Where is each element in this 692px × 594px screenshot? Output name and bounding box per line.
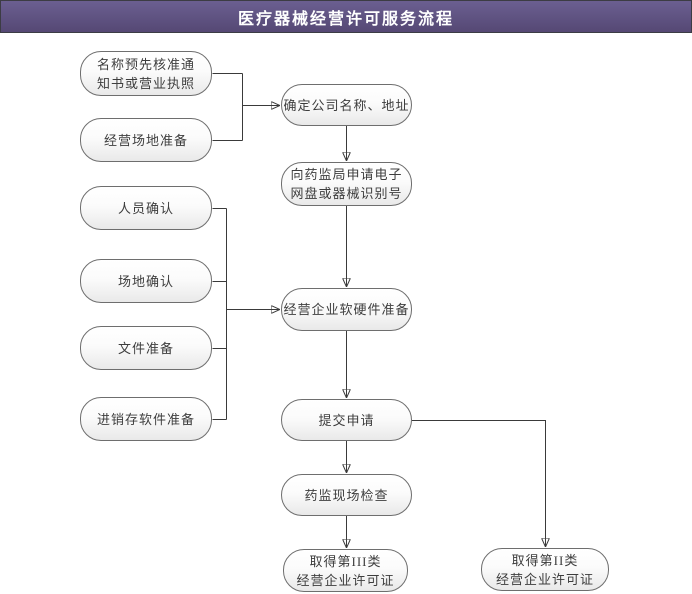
edge-top-group-merge — [212, 73, 243, 141]
flow-node-class2-license: 取得第II类 经营企业许可证 — [481, 548, 609, 591]
page-title: 医疗器械经营许可服务流程 — [237, 10, 454, 28]
flow-node-file-prep: 文件准备 — [80, 326, 212, 370]
flow-node-software-prep: 进销存软件准备 — [80, 397, 212, 441]
flow-node-class3-license: 取得第III类 经营企业许可证 — [283, 549, 408, 592]
flow-node-name-cert: 名称预先核准通 知书或营业执照 — [80, 51, 212, 96]
flow-node-apply-id: 向药监局申请电子 网盘或器械识别号 — [281, 162, 412, 206]
flow-node-company-name: 确定公司名称、地址 — [281, 84, 412, 126]
title-bar: 医疗器械经营许可服务流程 — [0, 0, 692, 33]
flow-node-site-confirm: 场地确认 — [80, 259, 212, 303]
flow-node-site-prep: 经营场地准备 — [80, 118, 212, 162]
edge-left-group-merge — [212, 208, 227, 420]
flow-node-personnel: 人员确认 — [80, 186, 212, 230]
edge-submit-to-class2 — [412, 420, 546, 547]
flow-node-submit: 提交申请 — [281, 399, 412, 441]
flow-node-inspection: 药监现场检查 — [281, 474, 412, 516]
flow-node-hw-sw-prep: 经营企业软硬件准备 — [281, 288, 412, 331]
